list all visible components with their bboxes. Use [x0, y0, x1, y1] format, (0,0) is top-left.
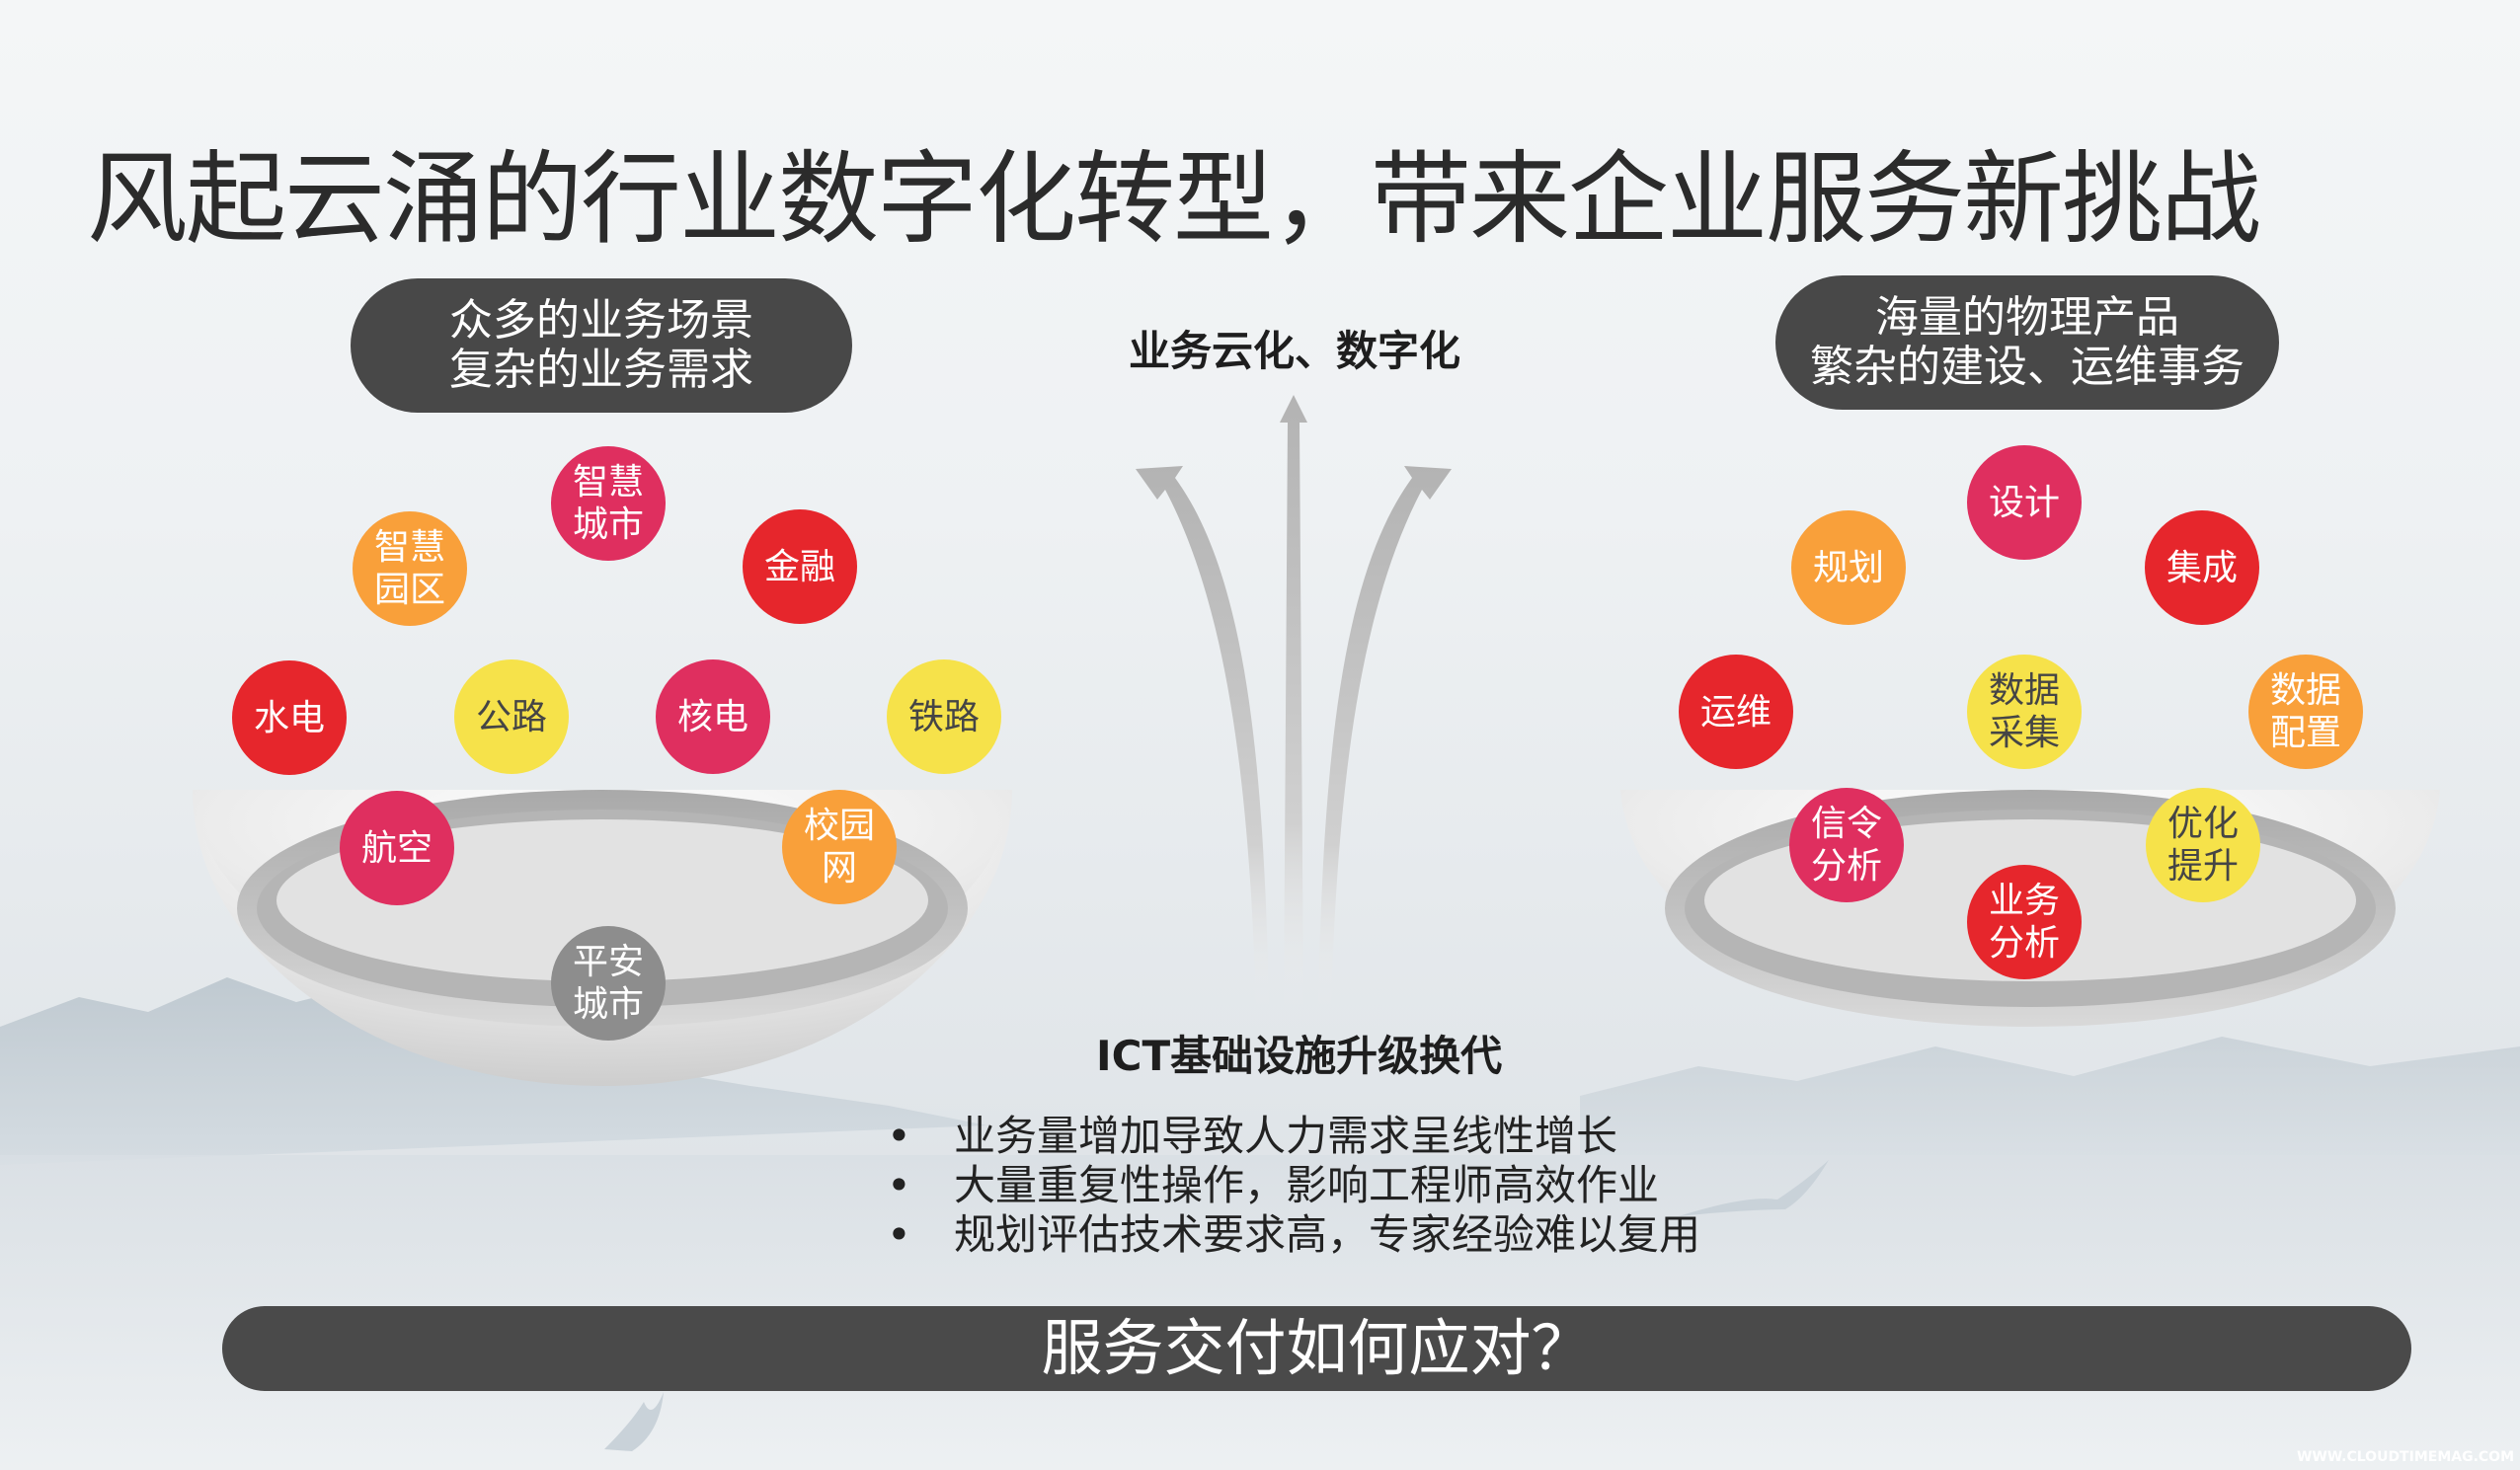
circle-data-configuration: 数据 配置: [2248, 655, 2363, 769]
left-bowl: [193, 790, 1012, 1086]
circle-highway: 公路: [454, 659, 569, 774]
circle-integration: 集成: [2145, 510, 2259, 625]
bullet-item: 大量重复性操作，影响工程师高效作业: [869, 1161, 1700, 1210]
circle-smart-park: 智慧 园区: [353, 511, 467, 626]
circle-optimization: 优化 提升: [2146, 788, 2260, 902]
bird-bottom: [604, 1392, 664, 1451]
right-header-pill: 海量的物理产品 繁杂的建设、运维事务: [1775, 275, 2279, 410]
circle-planning: 规划: [1791, 510, 1906, 625]
upward-arrows: [1136, 395, 1452, 1007]
circle-campus-network: 校园 网: [782, 790, 897, 904]
bullet-item: 业务量增加导致人力需求呈线性增长: [869, 1112, 1700, 1161]
bullet-item: 规划评估技术要求高，专家经验难以复用: [869, 1210, 1700, 1260]
watermark-text: WWW.CLOUDTIMEMAG.COM: [2296, 1449, 2514, 1465]
right-pill-line2: 繁杂的建设、运维事务: [1810, 342, 2244, 392]
circle-operations: 运维: [1679, 655, 1793, 769]
arrow-left: [1136, 466, 1269, 1007]
circle-design: 设计: [1967, 445, 2082, 560]
left-header-pill: 众多的业务场景 复杂的业务需求: [351, 278, 852, 413]
mountain-range-right: [1580, 1037, 2520, 1155]
circle-aviation: 航空: [340, 791, 454, 905]
circle-safe-city: 平安 城市: [551, 926, 666, 1041]
arrow-center: [1280, 395, 1307, 1007]
circle-nuclear-power: 核电: [656, 659, 770, 774]
right-pill-line1: 海量的物理产品: [1875, 292, 2179, 343]
circle-hydropower: 水电: [232, 660, 347, 775]
circle-business-analysis: 业务 分析: [1967, 865, 2082, 979]
bird-right: [1679, 1160, 1829, 1216]
arrow-right: [1318, 466, 1452, 1007]
challenge-bullet-list: 业务量增加导致人力需求呈线性增长 大量重复性操作，影响工程师高效作业 规划评估技…: [869, 1112, 1700, 1260]
center-bottom-label: ICT基础设施升级换代: [1096, 1032, 1503, 1080]
circle-smart-city: 智慧 城市: [551, 446, 666, 561]
center-top-label: 业务云化、数字化: [1129, 327, 1461, 375]
circle-finance: 金融: [743, 509, 857, 624]
circle-data-collection: 数据 采集: [1967, 655, 2082, 769]
circle-signaling-analysis: 信令 分析: [1789, 788, 1904, 902]
bottom-question-bar: 服务交付如何应对？: [222, 1306, 2411, 1391]
left-pill-line2: 复杂的业务需求: [449, 345, 753, 395]
page-title: 风起云涌的行业数字化转型，带来企业服务新挑战: [87, 141, 2261, 260]
circle-railway: 铁路: [887, 659, 1001, 774]
left-pill-line1: 众多的业务场景: [449, 295, 753, 346]
